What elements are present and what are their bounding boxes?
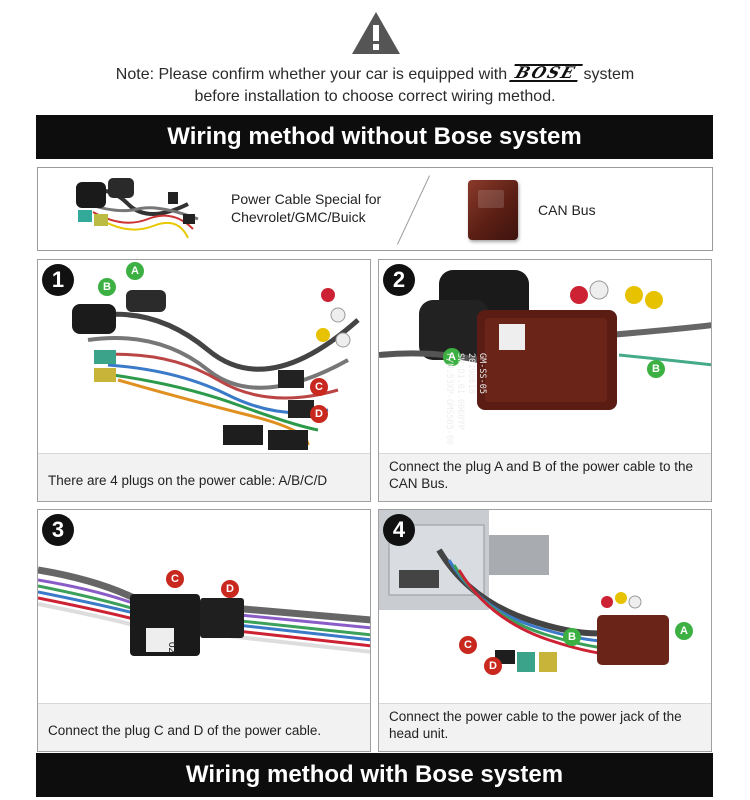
step-4-photo — [379, 510, 669, 672]
note-text-system: system — [583, 66, 635, 83]
canbus-image — [468, 180, 518, 240]
warning-triangle-icon — [352, 12, 400, 54]
parts-box: Power Cable Special for Chevrolet/GMC/Bu… — [37, 167, 713, 251]
plug-a-tag: A — [126, 262, 144, 280]
plug-d-tag: D — [310, 405, 328, 423]
step-1-panel: 1 A B C D There are 4 plugs on the power… — [37, 259, 371, 502]
section-title-without-bose: Wiring method without Bose system — [36, 115, 713, 159]
canbus-label: CAN Bus — [538, 202, 596, 218]
step-2-caption: Connect the plug A and B of the power ca… — [379, 453, 711, 501]
step-3-photo — [38, 566, 370, 656]
plug-c-tag: C — [166, 570, 184, 588]
step-1-caption: There are 4 plugs on the power cable: A/… — [38, 453, 370, 501]
plug-b-tag: B — [647, 360, 665, 378]
plug-d-tag: D — [221, 580, 239, 598]
plug-c-tag: C — [459, 636, 477, 654]
plug-b-tag: B — [98, 278, 116, 296]
step-4-number: 4 — [383, 514, 415, 546]
power-cable-label: Power Cable Special for Chevrolet/GMC/Bu… — [231, 191, 382, 225]
section-title-with-bose: Wiring method with Bose system — [36, 753, 713, 797]
step-4-caption: Connect the power cable to the power jac… — [379, 703, 711, 751]
step-3-panel: 3 C D 02 Connect the plug C and D of the… — [37, 509, 371, 752]
step-4-panel: 4 A B C D Connect the power cable to the… — [378, 509, 712, 752]
sticker-label: 02 — [166, 641, 178, 654]
step-3-caption: Connect the plug C and D of the power ca… — [38, 703, 370, 751]
note-text-line2: before installation to choose correct wi… — [194, 88, 556, 105]
step-1-number: 1 — [42, 264, 74, 296]
plug-b-tag: B — [563, 628, 581, 646]
step-3-number: 3 — [42, 514, 74, 546]
installation-note: Note: Please confirm whether your car is… — [20, 63, 730, 108]
plug-a-tag: A — [443, 348, 461, 366]
step-2-photo — [379, 270, 711, 410]
bose-logo: BOSE — [508, 63, 583, 82]
plug-a-tag: A — [675, 622, 693, 640]
note-text: Note: Please confirm whether your car is… — [115, 66, 508, 83]
step-2-panel: 2 A B GM-SS-05 20190618 SW:D1.01.006BYP … — [378, 259, 712, 502]
power-cable-image — [76, 178, 199, 239]
step-1-photo — [72, 288, 360, 450]
plug-c-tag: C — [310, 378, 328, 396]
canbus-module-text: GM-SS-05 20190618 SW:D1.01.006BYP P/N:53… — [444, 353, 487, 446]
plug-d-tag: D — [484, 657, 502, 675]
step-2-number: 2 — [383, 264, 415, 296]
